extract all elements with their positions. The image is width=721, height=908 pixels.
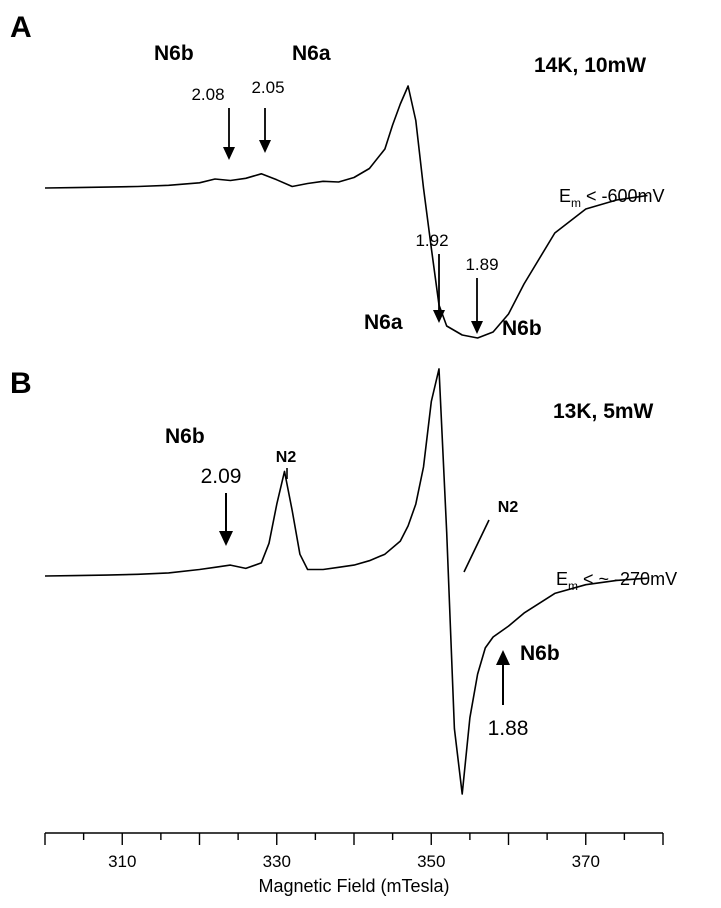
panel-b-g188-label: 1.88 xyxy=(488,717,529,740)
x-axis-label: Magnetic Field (mTesla) xyxy=(258,876,449,896)
panel-a-midpoint-potential: Em < -600mV xyxy=(559,186,665,210)
panel-b-midpoint-potential: Em < ~ -270mV xyxy=(556,569,677,593)
panel-a-n6a-high-label: N6a xyxy=(364,311,403,334)
panel-b-g209-arrow xyxy=(219,493,233,546)
panel-a-n6a-low-label: N6a xyxy=(292,42,331,65)
panel-a-g189-arrow xyxy=(471,278,483,334)
panel-a-g208-label: 2.08 xyxy=(191,85,224,104)
x-tick-label: 350 xyxy=(417,852,445,871)
panel-a-g205-arrow xyxy=(259,108,271,153)
x-tick-label: 330 xyxy=(263,852,291,871)
x-tick-label: 370 xyxy=(572,852,600,871)
panel-b-n2-high-label: N2 xyxy=(498,499,519,516)
panel-a-condition: 14K, 10mW xyxy=(534,54,646,77)
panel-a-g192-label: 1.92 xyxy=(415,231,448,250)
panel-a-g208-arrow xyxy=(223,108,235,160)
panel-b-n2-high-marker xyxy=(463,519,490,573)
panel-a-g189-label: 1.89 xyxy=(465,255,498,274)
panel-b-g188-arrow xyxy=(496,650,510,705)
x-tick-label: 310 xyxy=(108,852,136,871)
panel-a-n6b-high-label: N6b xyxy=(502,317,542,340)
panel-b-n2-low-label: N2 xyxy=(276,449,297,466)
panel-a-n6b-low-label: N6b xyxy=(154,42,194,65)
x-axis: 310 330 350 370 Magnetic Field (mTesla) xyxy=(44,832,664,896)
x-axis-ticks: 310 330 350 370 xyxy=(44,833,664,871)
panel-b-letter: B xyxy=(10,367,32,400)
panel-b-spectrum-line xyxy=(44,368,648,795)
panel-a-spectrum-line xyxy=(44,85,648,339)
panel-b-condition: 13K, 5mW xyxy=(553,400,654,423)
panel-a-g192-arrow xyxy=(433,254,445,323)
panel-a: A 14K, 10mW N6b N6a 2.08 2.05 1.92 1.89 … xyxy=(10,11,665,340)
panel-b-g209-label: 2.09 xyxy=(201,465,242,488)
panel-a-letter: A xyxy=(10,11,32,44)
panel-b-n6b-low-label: N6b xyxy=(165,425,205,448)
panel-b-n6b-high-label: N6b xyxy=(520,642,560,665)
panel-a-g205-label: 2.05 xyxy=(251,78,284,97)
panel-b: B 13K, 5mW N6b 2.09 N2 N2 Em < ~ -270mV … xyxy=(10,367,677,795)
